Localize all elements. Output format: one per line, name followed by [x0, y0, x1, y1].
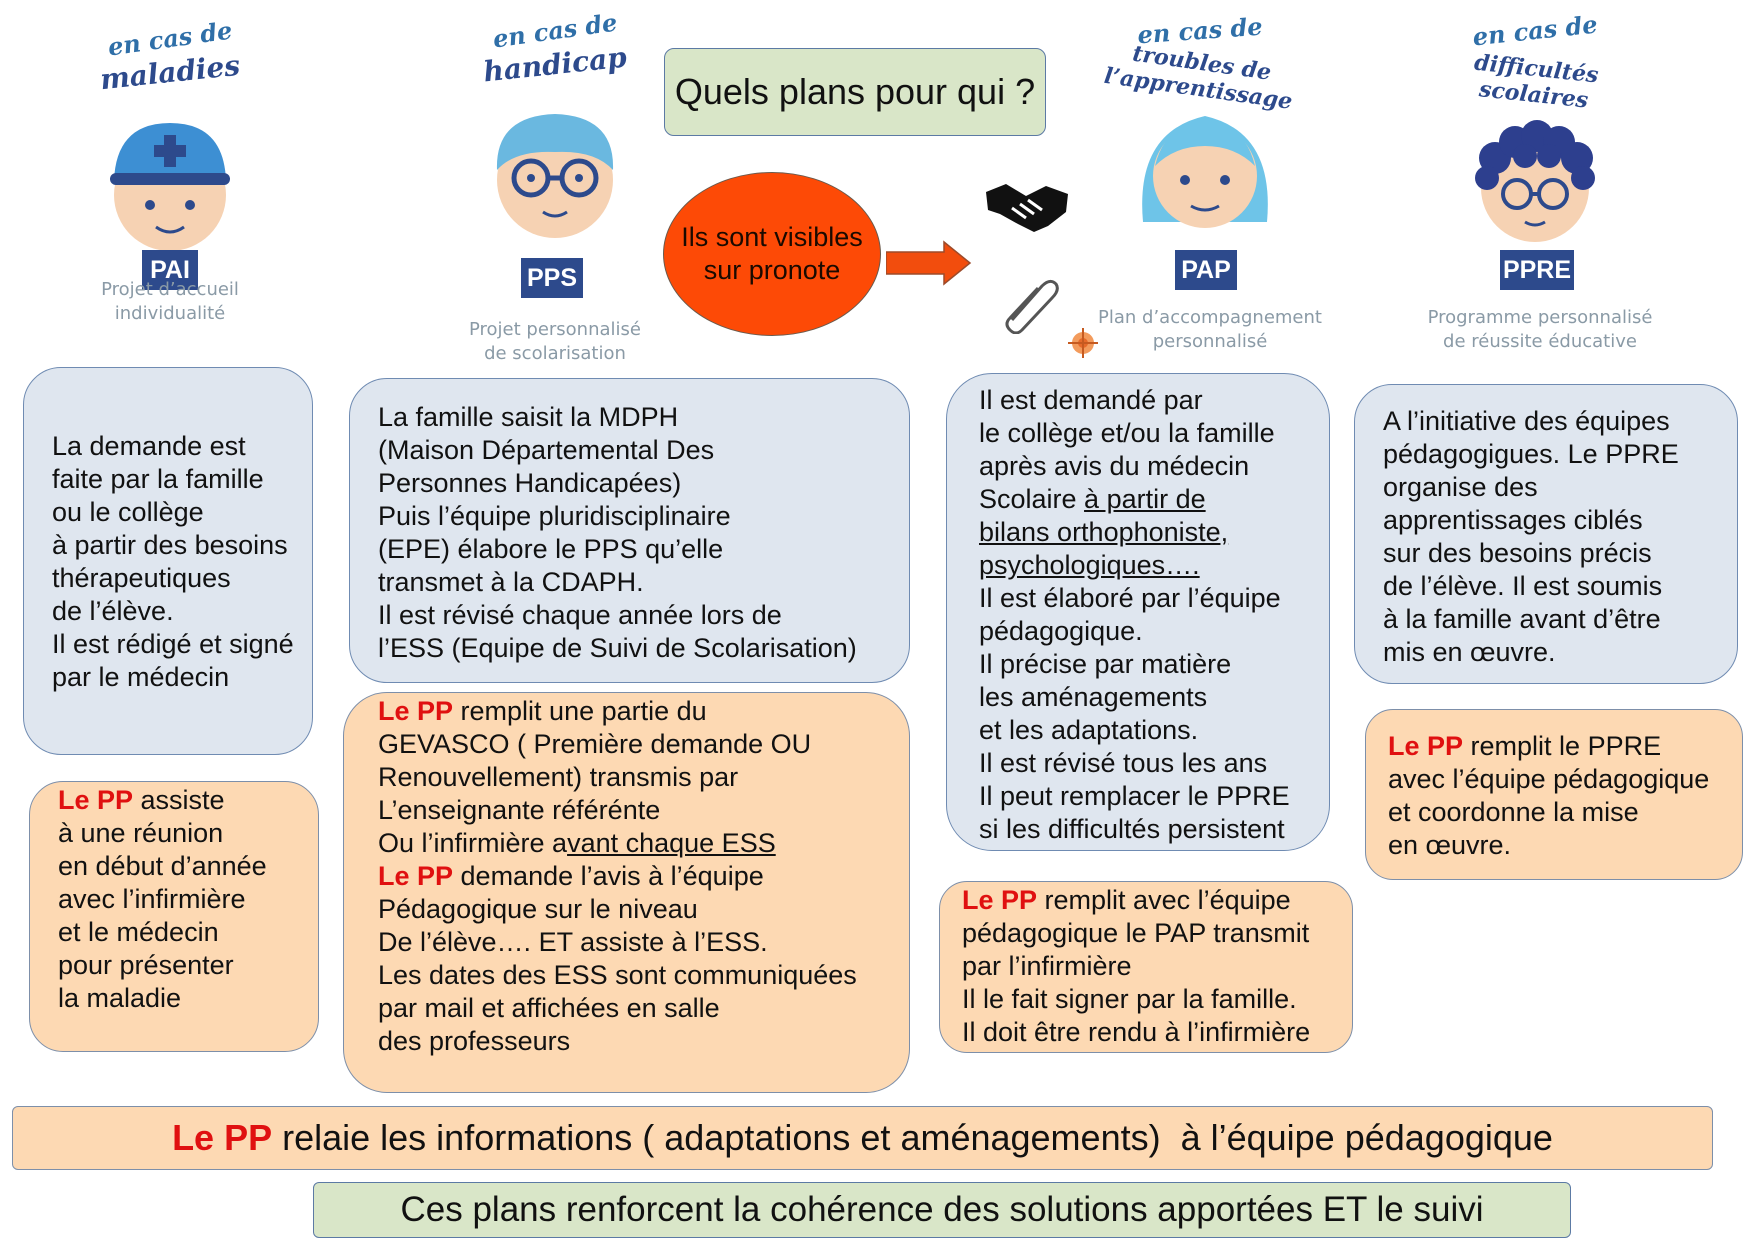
pronote-note: Ils sont visibles sur pronote — [681, 222, 863, 285]
pps-pp-description-underlined: vant chaque ESS — [567, 828, 776, 858]
pap-caption: Plan d’accompagnement personnalisé — [1098, 307, 1322, 352]
pps-pp-description-part1: remplit une partie du GEVASCO ( Première… — [378, 696, 812, 858]
ppre-description: A l’initiative des équipes pédagogigues.… — [1383, 406, 1679, 667]
footer-banner: Ces plans renforcent la cohérence des so… — [313, 1182, 1571, 1238]
pp-label: Le PP — [378, 861, 454, 891]
pp-relay-text: Le PP relaie les informations ( adaptati… — [172, 1117, 1553, 1159]
pai-pp-box: Le PP assiste à une réunion en début d’a… — [29, 781, 319, 1052]
ppre-description-box: A l’initiative des équipes pédagogigues.… — [1354, 384, 1738, 684]
pp-label: Le PP — [172, 1117, 273, 1158]
ppre-pp-description: remplit le PPRE avec l’équipe pédagogiqu… — [1388, 731, 1710, 860]
ppre-badge: PPRE — [1500, 250, 1574, 290]
pai-badge: PAI — [142, 250, 198, 290]
pap-pp-box: Le PP remplit avec l’équipe pédagogique … — [939, 881, 1353, 1053]
pps-badge: PPS — [521, 258, 583, 298]
pp-label: Le PP — [378, 696, 454, 726]
pps-pp-description-part3: demande l’avis à l’équipe Pédagogique su… — [378, 861, 857, 1056]
pap-description-box: Il est demandé par le collège et/ou la f… — [946, 373, 1330, 851]
pai-description: La demande est faite par la famille ou l… — [52, 431, 294, 692]
paperclip-icon — [1005, 279, 1059, 334]
target-icon — [1068, 328, 1098, 358]
pap-badge: PAP — [1175, 250, 1237, 290]
ppre-pp-box: Le PP remplit le PPRE avec l’équipe péda… — [1365, 709, 1743, 880]
footer-text: Ces plans renforcent la cohérence des so… — [400, 1190, 1484, 1229]
pap-illustration: en cas de troubles de l’apprentissage PA… — [1075, 10, 1335, 300]
pai-pp-description: assiste à une réunion en début d’année a… — [58, 785, 267, 1013]
pap-pp-text: Le PP remplit avec l’équipe pédagogique … — [962, 884, 1352, 1049]
pps-description-box: La famille saisit la MDPH (Maison Départ… — [349, 378, 910, 683]
pp-relay-banner: Le PP relaie les informations ( adaptati… — [12, 1106, 1713, 1170]
pai-pp-text: Le PP assiste à une réunion en début d’a… — [58, 784, 318, 1015]
ppre-pp-text: Le PP remplit le PPRE avec l’équipe péda… — [1388, 730, 1742, 862]
pp-label: Le PP — [962, 885, 1038, 915]
handshake-icon — [986, 184, 1068, 232]
pp-label: Le PP — [1388, 731, 1464, 761]
pps-illustration: en cas de handicap PPS — [455, 7, 655, 310]
pap-description-part1: Il est demandé par le collège et/ou la f… — [979, 385, 1275, 514]
pap-pp-description: remplit avec l’équipe pédagogique le PAP… — [962, 885, 1311, 1047]
child-with-cap-icon — [110, 123, 230, 251]
child-girl-icon — [1142, 116, 1268, 228]
child-with-glasses-icon — [496, 114, 614, 238]
pp-label: Le PP — [58, 785, 134, 815]
pap-description-underlined: à partir de bilans orthophoniste, psycho… — [979, 484, 1229, 580]
pap-description-part2: Il est élaboré par l’équipe pédagogique.… — [979, 583, 1290, 844]
pronote-oval: Ils sont visibles sur pronote — [663, 172, 881, 336]
ppre-illustration: en cas de difficultés scolaires PPRE — [1430, 10, 1640, 300]
pai-description-box: La demande est faite par la famille ou l… — [23, 367, 313, 755]
pps-description: La famille saisit la MDPH (Maison Départ… — [378, 402, 857, 663]
child-curly-hair-icon — [1475, 120, 1595, 242]
pai-caption: Projet d’accueil individualité — [101, 279, 239, 324]
pp-relay-description: relaie les informations ( adaptations et… — [272, 1117, 1553, 1158]
pap-description: Il est demandé par le collège et/ou la f… — [979, 384, 1329, 846]
pps-pp-box: Le PP remplit une partie du GEVASCO ( Pr… — [343, 692, 910, 1093]
ppre-caption: Programme personnalisé de réussite éduca… — [1427, 307, 1653, 352]
page-title-box: Quels plans pour qui ? — [664, 48, 1046, 136]
page-title: Quels plans pour qui ? — [674, 71, 1036, 112]
pps-pp-text: Le PP remplit une partie du GEVASCO ( Pr… — [378, 695, 909, 1058]
arrow-right-icon — [886, 240, 972, 286]
pai-illustration: en cas de maladies PAI — [80, 15, 260, 330]
pps-caption: Projet personnalisé de scolarisation — [468, 319, 641, 364]
